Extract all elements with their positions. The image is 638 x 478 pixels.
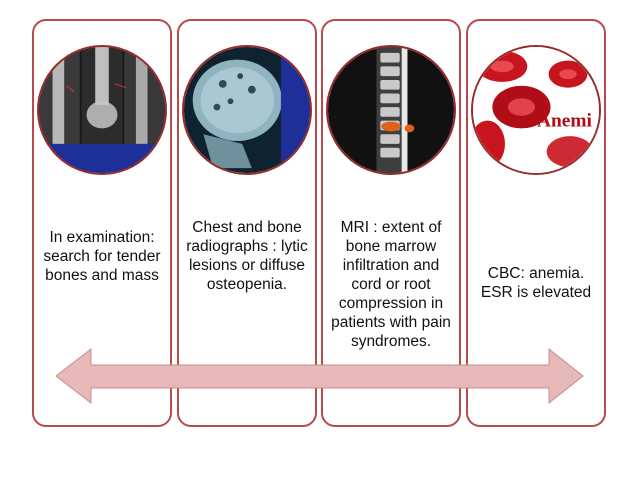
card-radiographs: Chest and bone radiographs : lytic lesio… — [177, 19, 317, 427]
skull-xray-image — [182, 45, 312, 175]
card-text: CBC: anemia. ESR is elevated — [480, 265, 592, 301]
spine-mri-image — [326, 45, 456, 175]
card-mri: MRI : extent of bone marrow infiltration… — [321, 19, 461, 427]
spine-mri-illustration — [328, 47, 454, 173]
anemia-label: Anemi — [537, 110, 593, 131]
red-blood-cells-image: Anemi — [471, 45, 601, 175]
skull-xray-illustration — [184, 47, 310, 173]
card-cbc: Anemi CBC: anemia. ESR is elevated — [466, 19, 606, 427]
xray-leg-image — [37, 45, 167, 175]
card-text: In examination: search for tender bones … — [43, 229, 161, 284]
red-blood-cells-illustration: Anemi — [473, 47, 599, 173]
leg-xray-illustration — [39, 47, 165, 173]
card-text: Chest and bone radiographs : lytic lesio… — [186, 219, 308, 293]
card-examination: In examination: search for tender bones … — [32, 19, 172, 427]
card-text: MRI : extent of bone marrow infiltration… — [331, 219, 451, 350]
